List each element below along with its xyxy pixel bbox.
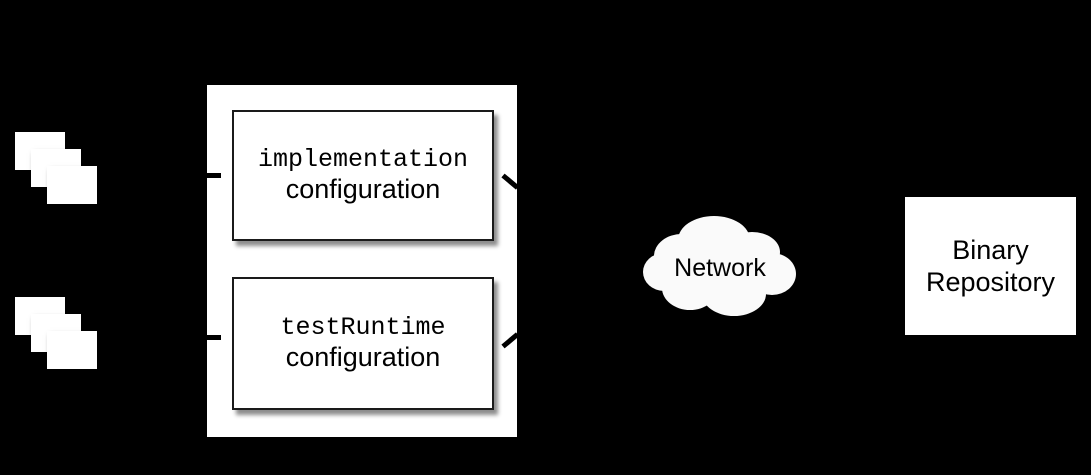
cloud-icon — [642, 212, 798, 324]
stacked-documents-icon — [5, 132, 107, 222]
binary-repository-box[interactable]: Binary Repository — [905, 197, 1076, 335]
document-sheet — [47, 331, 97, 369]
connector-left-testruntime — [206, 335, 221, 340]
configuration-kind-implementation: configuration — [285, 173, 441, 204]
stacked-documents-icon — [5, 297, 107, 387]
document-sheet — [47, 166, 97, 204]
binary-repository-line-2: Repository — [925, 267, 1056, 297]
configuration-kind-testruntime: configuration — [285, 341, 441, 372]
configuration-box-implementation[interactable]: implementation configuration — [232, 110, 494, 241]
binary-repository-line-1: Binary — [952, 234, 1029, 265]
configuration-name-implementation: implementation — [257, 144, 469, 174]
configuration-box-testruntime[interactable]: testRuntime configuration — [232, 277, 494, 410]
configuration-name-testruntime: testRuntime — [280, 312, 446, 342]
connector-left-implementation — [206, 173, 221, 178]
